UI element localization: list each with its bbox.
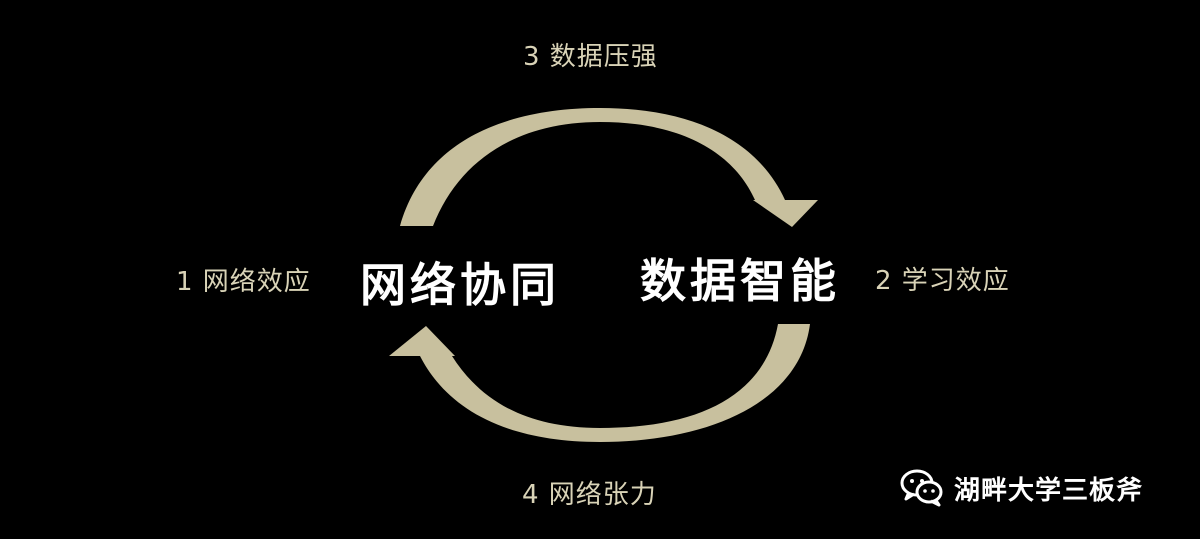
watermark-text: 湖畔大学三板斧 xyxy=(954,475,1144,506)
top-arc xyxy=(400,108,785,226)
top-cycle-label: 3 数据压强 xyxy=(523,42,658,72)
wechat-icon xyxy=(900,469,943,507)
bottom-cycle-label: 4 网络张力 xyxy=(522,480,657,510)
top-cycle-arrow xyxy=(400,108,818,227)
right-node-label: 数据智能 xyxy=(640,254,840,308)
top-arrowhead xyxy=(753,200,818,227)
bottom-arc xyxy=(420,324,810,442)
bottom-cycle-arrow xyxy=(389,324,810,442)
left-node-label: 网络协同 xyxy=(360,258,560,312)
left-effect-label: 1 网络效应 xyxy=(176,267,311,297)
bottom-arrowhead xyxy=(389,326,455,356)
watermark: 湖畔大学三板斧 xyxy=(898,468,1143,508)
right-effect-label: 2 学习效应 xyxy=(875,266,1010,296)
